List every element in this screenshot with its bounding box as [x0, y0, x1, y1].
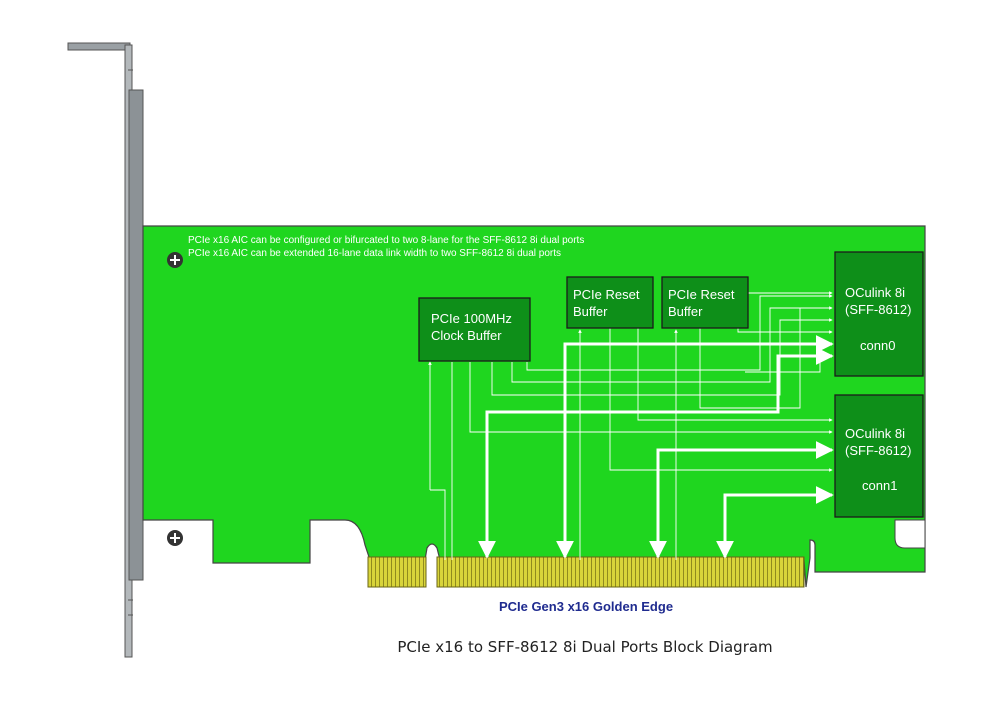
conn0-name: conn0 — [860, 338, 895, 353]
connector-conn0: OCulink 8i (SFF-8612) conn0 — [834, 251, 924, 377]
gold-finger-edge — [367, 556, 805, 588]
reset-buffer-block-1: PCIe Reset Buffer — [566, 276, 654, 329]
screw-icon — [167, 530, 183, 546]
connector-conn1: OCulink 8i (SFF-8612) conn1 — [834, 394, 924, 518]
conn1-label-line1: OCulink 8i — [845, 426, 905, 441]
diagram-caption: PCIe x16 to SFF-8612 8i Dual Ports Block… — [397, 638, 772, 656]
golden-edge-label: PCIe Gen3 x16 Golden Edge — [499, 599, 673, 614]
conn1-name: conn1 — [862, 478, 897, 493]
reset-buffer-2-label-line2: Buffer — [668, 304, 703, 319]
reset-buffer-block-2: PCIe Reset Buffer — [661, 276, 749, 329]
clock-buffer-label-line1: PCIe 100MHz — [431, 311, 512, 326]
pci-bracket — [67, 42, 144, 658]
note-bifurcation: PCIe x16 AIC can be configured or bifurc… — [188, 235, 584, 246]
reset-buffer-2-label-line1: PCIe Reset — [668, 287, 735, 302]
clock-buffer-block: PCIe 100MHz Clock Buffer — [418, 297, 531, 362]
conn1-label-line2: (SFF-8612) — [845, 443, 911, 458]
clock-buffer-label-line2: Clock Buffer — [431, 328, 502, 343]
reset-buffer-1-label-line2: Buffer — [573, 304, 608, 319]
note-extension: PCIe x16 AIC can be extended 16-lane dat… — [188, 248, 561, 259]
data-lanes — [478, 335, 834, 559]
conn0-label-line2: (SFF-8612) — [845, 302, 911, 317]
screw-icon — [167, 252, 183, 268]
reset-buffer-1-label-line1: PCIe Reset — [573, 287, 640, 302]
pcb-board — [142, 225, 926, 588]
conn0-label-line1: OCulink 8i — [845, 285, 905, 300]
